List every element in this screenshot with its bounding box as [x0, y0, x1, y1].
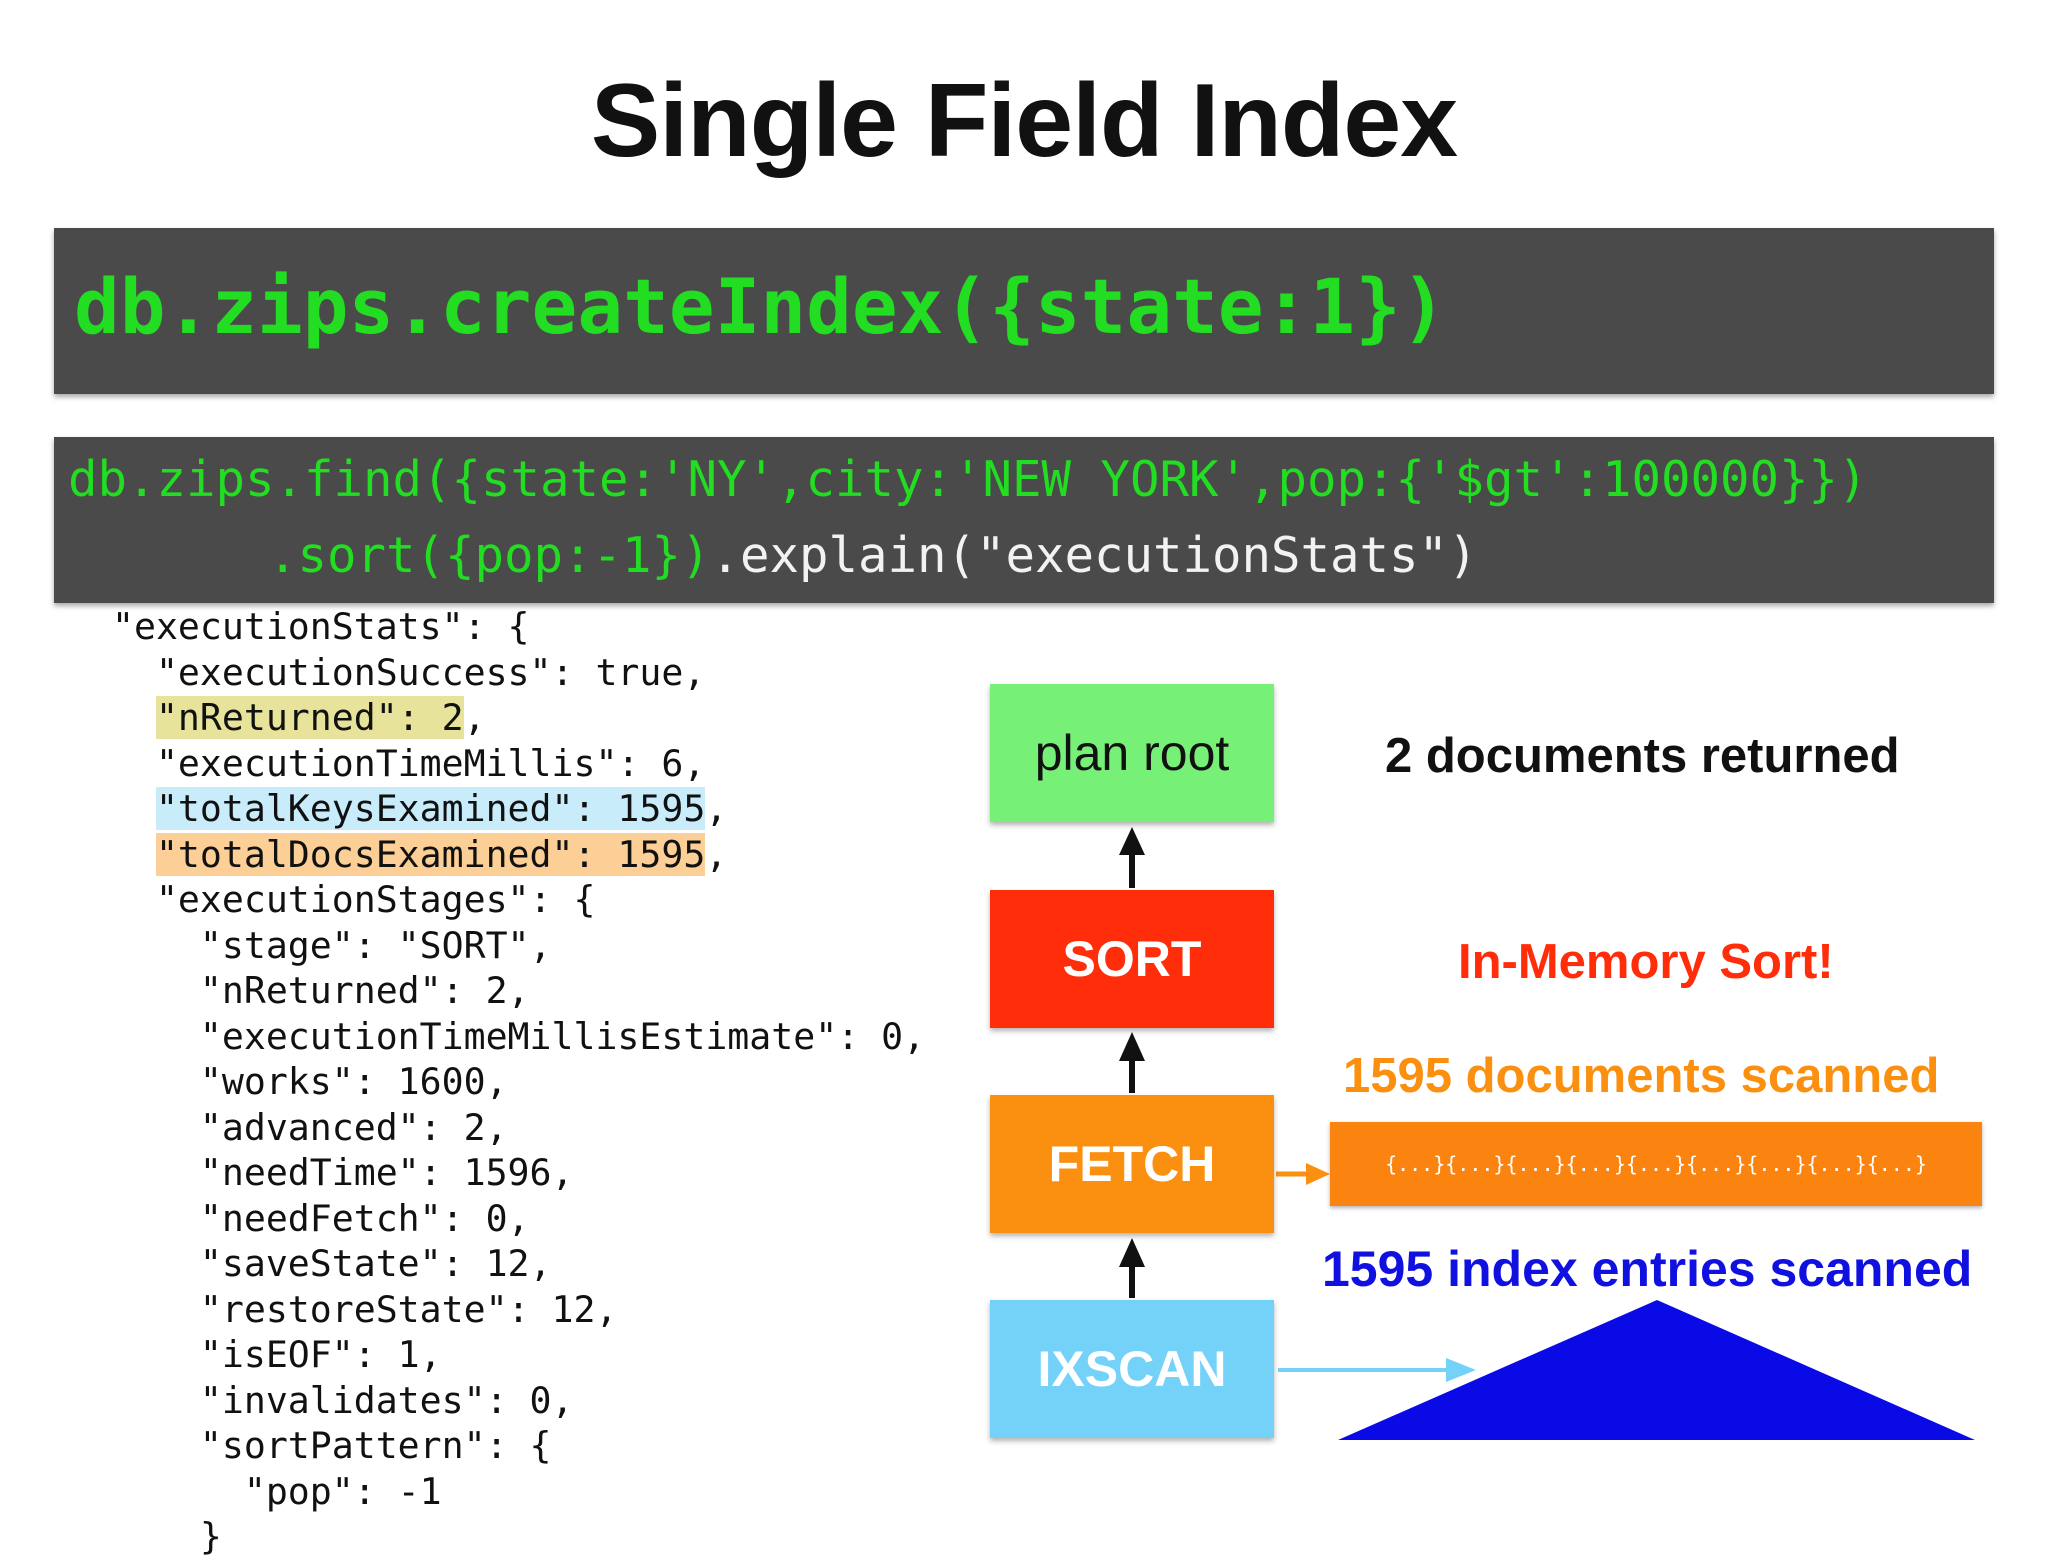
json-line-total-docs: "totalDocsExamined": 1595, [155, 832, 728, 876]
json-line: "needFetch": 0, [112, 1196, 530, 1240]
find-command-box: db.zips.find({state:'NY',city:'NEW YORK'… [54, 437, 1994, 603]
create-index-command-box: db.zips.createIndex({state:1}) [54, 228, 1994, 394]
json-line-nreturned: "nReturned": 2, [155, 696, 486, 739]
json-line: "executionTimeMillisEstimate": 0, [112, 1014, 926, 1058]
index-triangle [1338, 1300, 1975, 1440]
index-entries-scanned-note: 1595 index entries scanned [1322, 1241, 1973, 1297]
arrow-fetch-to-sort [1119, 1032, 1145, 1093]
json-line: "restoreState": 12, [112, 1287, 618, 1331]
arrow-ixscan-to-fetch [1119, 1238, 1145, 1298]
plan-root-node: plan root [990, 684, 1274, 822]
explain-call: .explain("executionStats") [710, 527, 1478, 584]
json-line: "pop": -1 [112, 1469, 442, 1513]
sort-call: .sort({pop:-1}) [268, 527, 711, 584]
arrow-sort-to-root [1119, 827, 1145, 888]
json-line: "saveState": 12, [112, 1242, 552, 1285]
total-docs-highlight: "totalDocsExamined": 1595 [155, 832, 706, 876]
json-line: "nReturned": 2, [112, 969, 530, 1012]
documents-scanned-note: 1595 documents scanned [1343, 1049, 1940, 1103]
sort-stage-node: SORT [990, 890, 1274, 1028]
page-title: Single Field Index [590, 63, 1458, 179]
json-line: "invalidates": 0, [112, 1378, 574, 1422]
total-keys-highlight: "totalKeysExamined": 1595 [155, 787, 706, 830]
nreturned-highlight: "nReturned": 2 [155, 696, 464, 739]
json-line-total-keys: "totalKeysExamined": 1595, [155, 787, 728, 830]
create-index-command: db.zips.createIndex({state:1}) [74, 262, 1447, 351]
scanned-documents-strip: {...}{...}{...}{...}{...}{...}{...}{...}… [1330, 1122, 1982, 1206]
find-command-line1: db.zips.find({state:'NY',city:'NEW YORK'… [68, 451, 1868, 508]
find-command-line2: .sort({pop:-1}).explain("executionStats"… [268, 527, 1478, 584]
json-line: "sortPattern": { [112, 1424, 552, 1467]
in-memory-sort-note: In-Memory Sort! [1458, 935, 1834, 989]
arrow-fetch-to-docs [1276, 1163, 1330, 1185]
json-line: "stage": "SORT", [112, 923, 552, 967]
json-line: "needTime": 1596, [112, 1151, 574, 1194]
json-line: "executionTimeMillis": 6, [112, 741, 706, 785]
json-line: "works": 1600, [112, 1060, 508, 1103]
json-line: "isEOF": 1, [112, 1333, 442, 1376]
execution-stats-output: "executionStats": { "executionSuccess": … [112, 604, 925, 1560]
json-line: "advanced": 2, [112, 1105, 508, 1149]
json-line: "executionStats": { [112, 605, 530, 648]
fetch-stage-node: FETCH [990, 1095, 1274, 1233]
documents-returned-note: 2 documents returned [1385, 729, 1900, 783]
json-line: "executionStages": { [112, 878, 596, 921]
arrow-ixscan-to-index [1278, 1358, 1476, 1382]
json-line: "executionSuccess": true, [112, 650, 706, 694]
ixscan-stage-node: IXSCAN [990, 1300, 1274, 1438]
